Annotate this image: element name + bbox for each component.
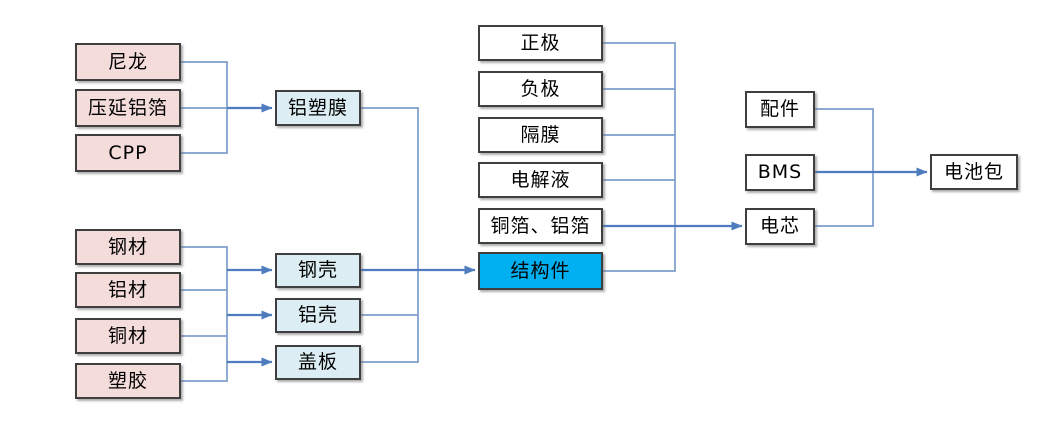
connector-structural-bus [361,107,419,363]
node-cathode: 正极 [478,25,603,61]
node-cell: 电芯 [745,208,815,245]
node-plastic: 塑胶 [75,363,181,399]
node-separator: 隔膜 [478,117,603,153]
node-cover-plate: 盖板 [275,345,361,380]
connector-cell-materials-bus [603,42,676,272]
node-bms: BMS [745,154,815,191]
node-accessories: 配件 [745,91,815,128]
node-aluminum: 铝材 [75,272,181,308]
node-aluminum-plastic-film: 铝塑膜 [275,90,361,126]
node-copper-aluminum-foil: 铜箔、铝箔 [478,208,603,244]
node-anode: 负极 [478,71,603,107]
connector-shell-materials-bus [181,246,228,382]
node-electrolyte: 电解液 [478,162,603,198]
node-nylon: 尼龙 [75,43,181,81]
node-cpp: CPP [75,134,181,172]
node-structural-parts: 结构件 [478,252,603,290]
node-copper: 铜材 [75,318,181,354]
node-battery-pack: 电池包 [930,154,1018,190]
node-steel: 钢材 [75,229,181,265]
node-rolled-aluminum-foil: 压延铝箔 [75,89,181,127]
connector-pack-bus [815,108,874,227]
node-steel-shell: 钢壳 [275,253,361,288]
node-aluminum-shell: 铝壳 [275,298,361,333]
